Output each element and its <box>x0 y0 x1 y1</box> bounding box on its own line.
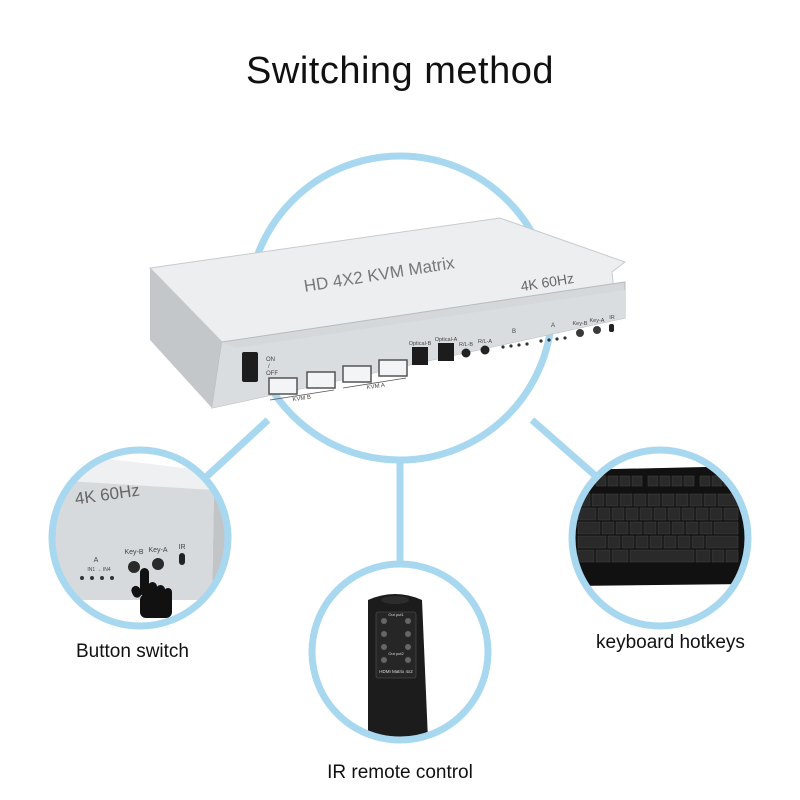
remote-out2-label: Out put2 <box>388 651 404 656</box>
zoom-key-a-label: Key-A <box>148 547 167 554</box>
button-switch-circle <box>48 446 232 630</box>
kvm-b-label: KVM B <box>292 395 311 404</box>
zoom-route-label: IN1 → IN4 <box>87 567 111 573</box>
kvm-a-label: KVM A <box>366 383 385 391</box>
remote-circle <box>308 560 492 744</box>
optical-b-label: Optical-B <box>409 341 432 347</box>
keyboard-zoom <box>572 450 748 626</box>
caption-button-switch: Button switch <box>76 641 189 662</box>
usb-port-b1[interactable] <box>268 377 298 395</box>
zoom-ir-sensor <box>179 553 185 565</box>
power-on-label: ON <box>266 357 275 363</box>
led-group-a <box>539 336 567 343</box>
group-a-label: A <box>551 323 555 329</box>
usb-port-b2[interactable] <box>306 371 336 389</box>
caption-keyboard-hotkeys: keyboard hotkeys <box>596 632 745 653</box>
keyboard-circle <box>568 446 752 630</box>
optical-port-b[interactable] <box>412 347 428 365</box>
ir-sensor <box>609 324 614 332</box>
power-sep-label: / <box>268 364 270 370</box>
zoom-leds <box>80 576 114 580</box>
remote-zoom: Out put1 Out put2 HDMI Matrix 4x2 <box>312 564 488 740</box>
zoom-key-b-button[interactable] <box>128 561 140 573</box>
key-a-label: Key-A <box>590 318 605 324</box>
kvm-device: HD 4X2 KVM Matrix 4K 60Hz ON / OFF KVM B… <box>148 217 627 409</box>
optical-port-a[interactable] <box>438 343 454 361</box>
power-off-label: OFF <box>266 371 278 377</box>
remote-out1-label: Out put1 <box>388 612 404 617</box>
audio-jack-b[interactable] <box>461 348 471 358</box>
key-b-label: Key-B <box>573 321 588 327</box>
optical-a-label: Optical-A <box>435 337 458 343</box>
caption-ir-remote: IR remote control <box>327 762 473 783</box>
usb-ports <box>268 359 408 395</box>
pointing-hand-icon <box>131 568 172 618</box>
led-group-b <box>501 342 529 349</box>
remote-buttons[interactable] <box>381 618 411 663</box>
key-b-button[interactable] <box>576 329 584 337</box>
zoom-key-a-button[interactable] <box>152 558 164 570</box>
remote-model-label: HDMI Matrix 4x2 <box>379 669 413 674</box>
group-b-label: B <box>512 329 516 335</box>
usb-port-a1[interactable] <box>342 365 372 383</box>
key-a-button[interactable] <box>593 326 601 334</box>
rl-a-label: R/L-A <box>478 339 492 345</box>
power-switch[interactable] <box>242 352 258 382</box>
connector-lines <box>202 417 601 568</box>
rl-b-label: R/L-B <box>459 342 473 348</box>
zoom-group-a-label: A <box>94 557 99 564</box>
zoom-ir-label: IR <box>179 544 186 551</box>
zoom-key-b-label: Key-B <box>124 549 143 556</box>
keyboard-keys <box>577 475 739 563</box>
audio-jack-a[interactable] <box>480 345 490 355</box>
ir-label: IR <box>609 315 615 321</box>
usb-port-a2[interactable] <box>378 359 408 377</box>
page-title: Switching method <box>246 50 554 92</box>
